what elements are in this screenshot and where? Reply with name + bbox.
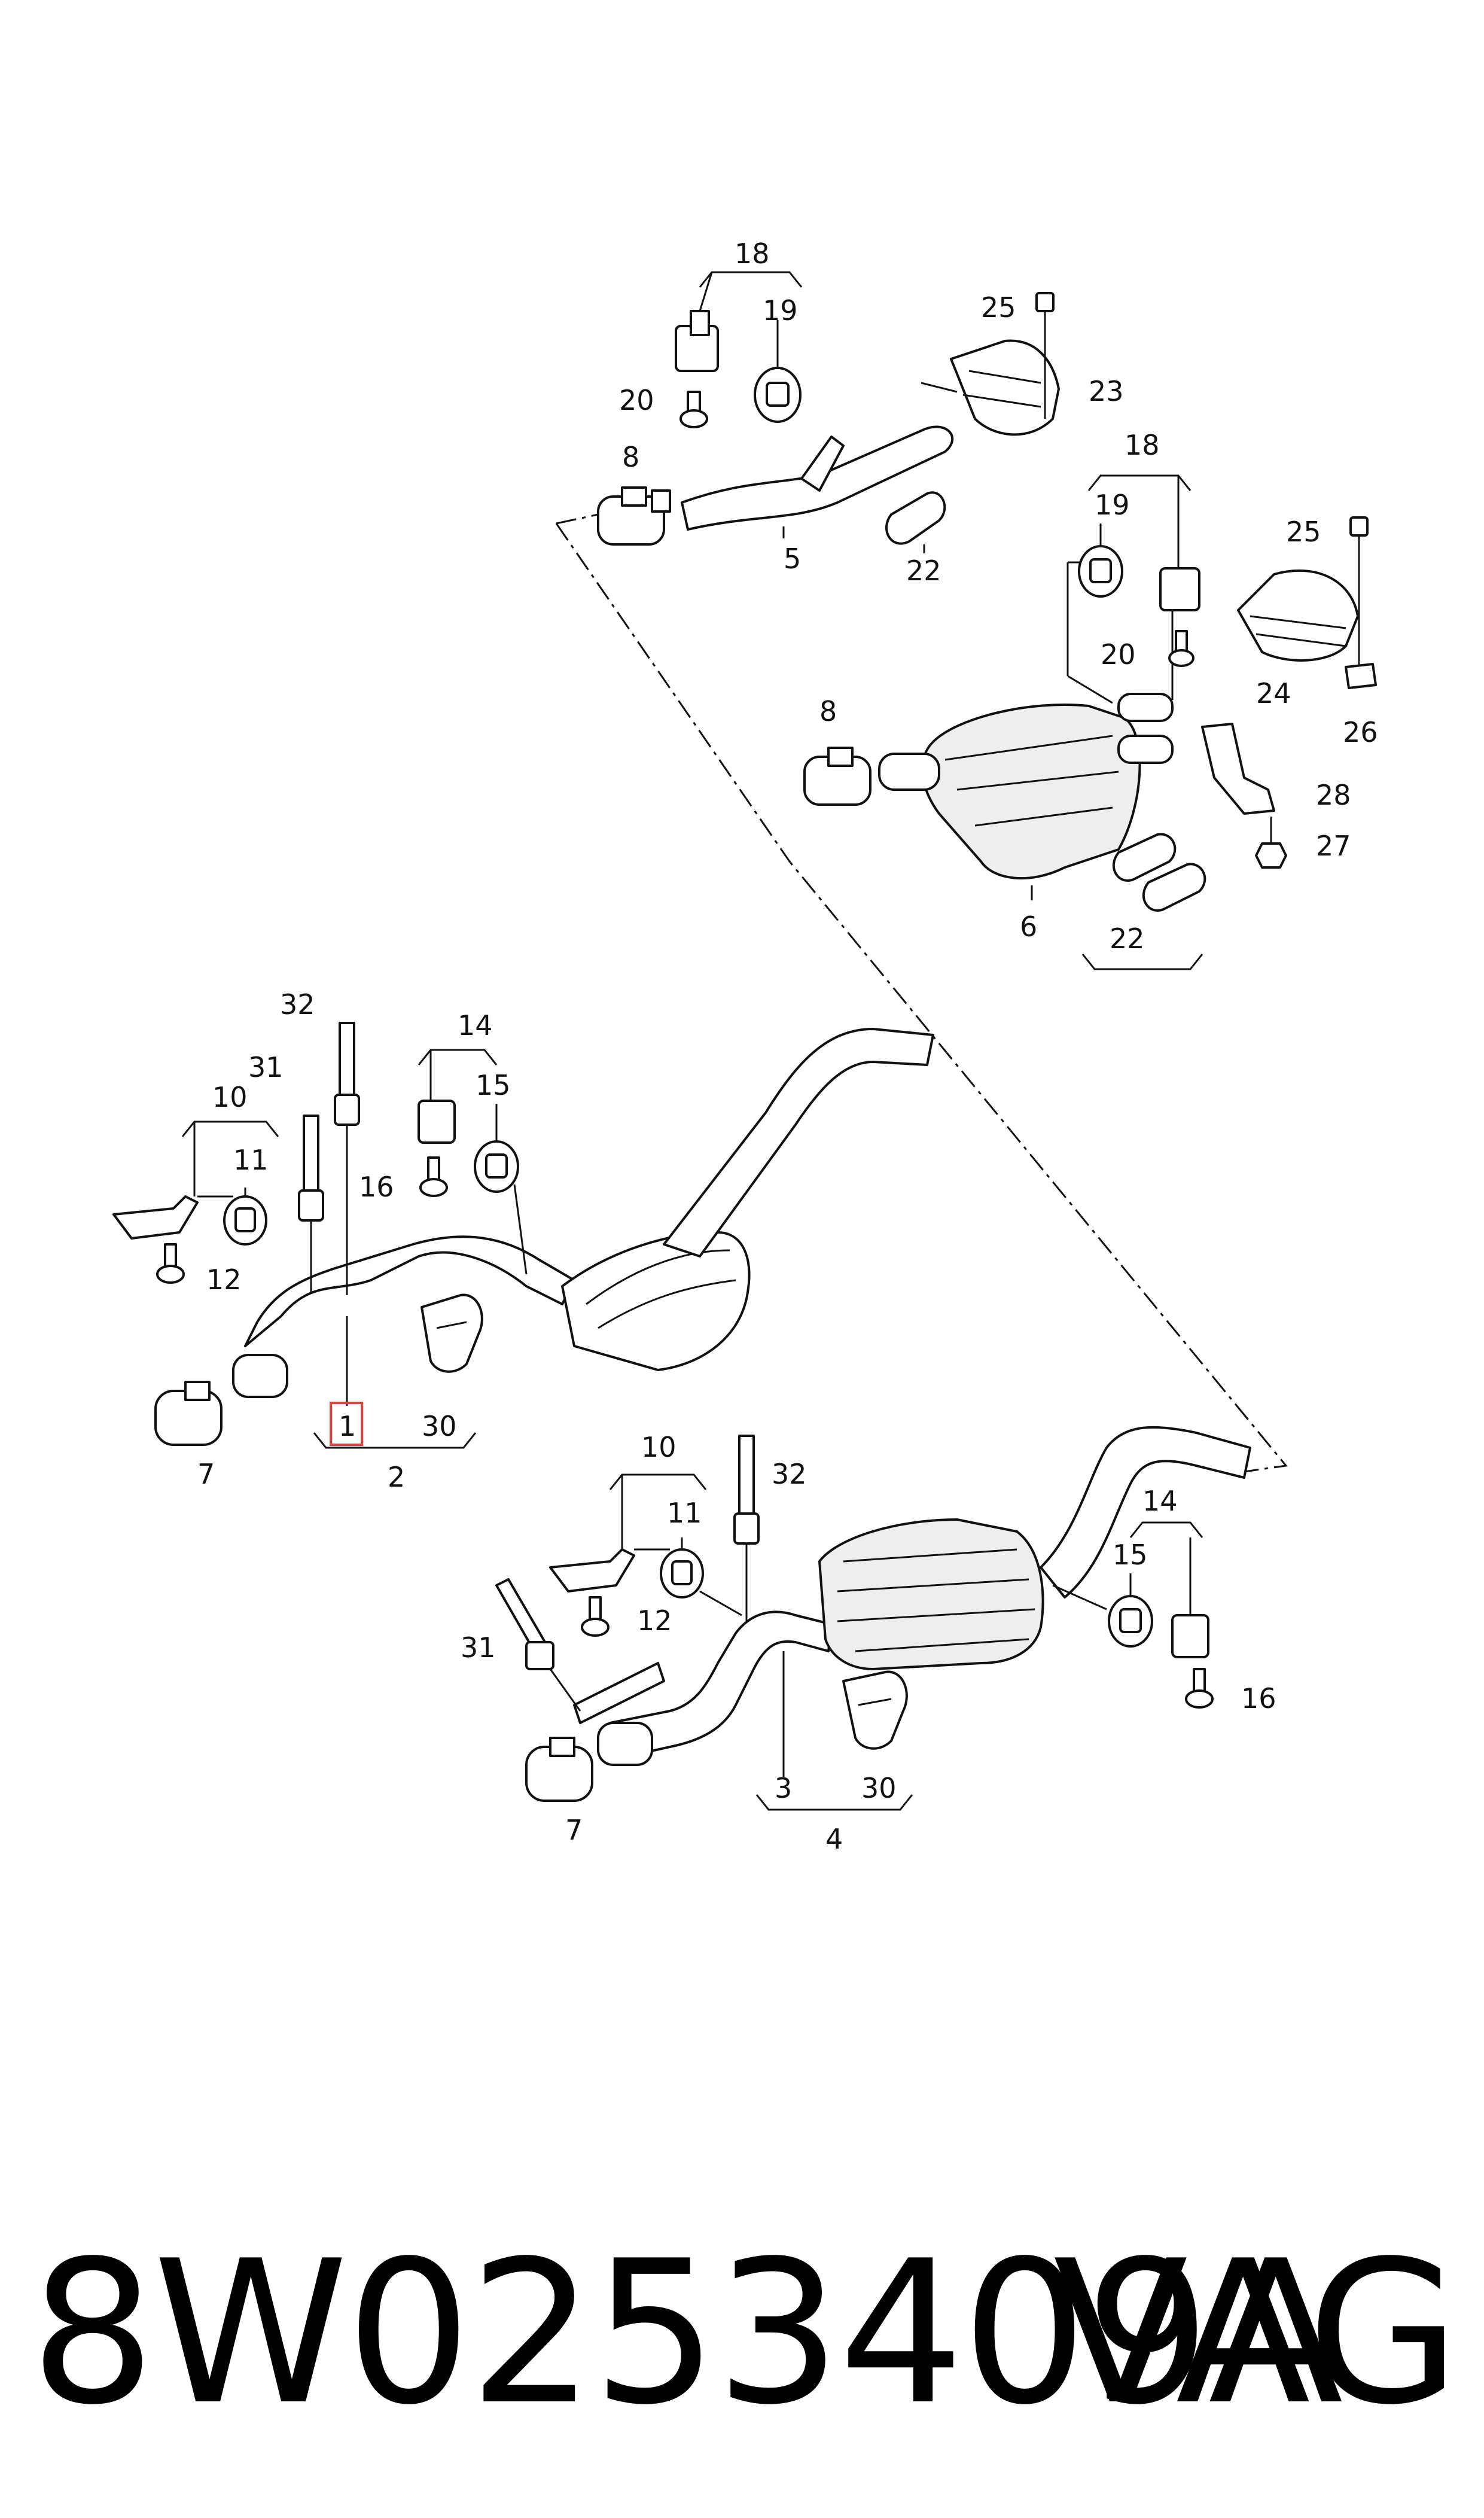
callout-10-bottom: 10 — [641, 1431, 677, 1463]
callout-15-bottom: 15 — [1113, 1539, 1148, 1571]
part-18-bracket-top — [675, 310, 719, 372]
callout-18-top: 18 — [735, 238, 770, 270]
callout-22-top: 22 — [906, 555, 941, 587]
callout-8-mid: 8 — [819, 695, 837, 727]
callout-31-bottom: 31 — [461, 1631, 496, 1664]
callout-6: 6 — [1020, 911, 1037, 943]
callout-16-bottom: 16 — [1241, 1682, 1276, 1715]
callout-30-left: 30 — [422, 1410, 457, 1442]
part-20-bolt-right — [1168, 630, 1194, 667]
part-19-rubber-top — [754, 367, 802, 423]
part-22-tips-rear — [1112, 833, 1206, 912]
part-19-rubber-right — [1078, 545, 1123, 598]
part-5-pipe — [681, 425, 954, 531]
brand-name: VAG — [1053, 2218, 1460, 2448]
callout-3: 3 — [775, 1772, 792, 1804]
assembly-line-top — [556, 513, 599, 525]
callout-19-top: 19 — [763, 294, 798, 327]
part-24-tailpipe-trim-right — [1237, 569, 1359, 662]
part-12-bolt-bottom — [581, 1596, 610, 1637]
part-10-bracket-left — [112, 1195, 233, 1240]
callout-20-right: 20 — [1101, 638, 1136, 671]
part-26-clip — [1345, 663, 1377, 689]
callout-28: 28 — [1316, 779, 1351, 811]
part-32-sensor-left — [334, 1022, 360, 1406]
callout-31-left: 31 — [248, 1051, 284, 1083]
callout-20-top: 20 — [619, 384, 654, 416]
part-25-bolt-right — [1349, 516, 1369, 670]
callout-15-left: 15 — [476, 1069, 511, 1101]
part-11-rubber-left — [223, 1195, 267, 1246]
callout-30-bottom: 30 — [861, 1772, 897, 1804]
callout-25-right: 25 — [1286, 516, 1321, 548]
part-7-clamp-left — [154, 1354, 288, 1446]
callout-24: 24 — [1256, 677, 1291, 710]
part-4-center-muffler — [818, 1426, 1251, 1670]
callout-7-left: 7 — [197, 1458, 215, 1490]
callout-11-left: 11 — [233, 1144, 269, 1176]
callout-12-bottom: 12 — [637, 1604, 672, 1637]
callout-labels: 18 19 25 23 20 8 5 22 18 19 25 20 24 26 … — [197, 238, 1378, 1855]
part-30-hanger-left — [420, 1293, 483, 1373]
part-25-bolt-top — [1035, 292, 1055, 419]
part-number: 8W0253409A — [30, 2218, 1343, 2448]
callout-12-left: 12 — [206, 1263, 242, 1296]
part-31-sensor-bottom — [495, 1578, 581, 1712]
part-2-front-pipe — [244, 1028, 934, 1371]
part-14-bracket-bottom — [1171, 1537, 1209, 1658]
brace-lines — [181, 271, 1203, 1811]
part-6-rear-muffler — [878, 693, 1174, 880]
part-15-rubber-left — [474, 1140, 528, 1275]
callout-1: 1 — [339, 1410, 356, 1442]
callout-14-bottom: 14 — [1142, 1485, 1178, 1517]
part-8-clamp-mid — [803, 747, 871, 806]
part-12-bolt-left — [156, 1243, 185, 1284]
callout-27: 27 — [1316, 830, 1351, 862]
part-14-bracket-left — [418, 1100, 456, 1144]
part-20-bolt-top — [679, 391, 708, 428]
callout-8-top: 8 — [622, 441, 639, 473]
exhaust-system-diagram: 18 19 25 23 20 8 5 22 18 19 25 20 24 26 … — [112, 238, 1378, 1855]
footer: 8W0253409A VAG — [0, 2208, 1484, 2459]
part-30-hanger-bottom — [842, 1670, 908, 1750]
callout-7-bottom: 7 — [565, 1814, 583, 1846]
callout-14-left: 14 — [458, 1009, 493, 1042]
part-22-tip-top — [885, 491, 946, 545]
assembly-line — [555, 523, 1288, 1473]
callout-11-bottom: 11 — [667, 1497, 702, 1529]
callout-2: 2 — [388, 1461, 405, 1493]
callout-32-bottom: 32 — [772, 1458, 807, 1490]
callout-19-right: 19 — [1095, 489, 1130, 521]
part-31-sensor-left — [298, 1115, 324, 1292]
part-27-nut — [1255, 817, 1287, 869]
part-10-bracket-bottom — [549, 1548, 670, 1593]
callout-18-right: 18 — [1125, 429, 1160, 461]
callout-23: 23 — [1089, 375, 1124, 407]
callout-1-highlight — [330, 1402, 363, 1446]
part-8-clamp-top — [597, 486, 671, 546]
callout-4: 4 — [825, 1823, 843, 1855]
callout-25-top: 25 — [981, 291, 1016, 324]
part-16-bolt-bottom — [1185, 1668, 1214, 1709]
part-15-rubber-bottom — [1052, 1584, 1153, 1648]
callout-5: 5 — [784, 543, 801, 575]
callout-32-left: 32 — [280, 988, 315, 1021]
part-32-sensor-bottom — [733, 1435, 760, 1621]
part-28-bracket — [1201, 723, 1275, 815]
callout-26: 26 — [1343, 716, 1378, 748]
part-23-tailpipe-trim-top — [921, 339, 1060, 436]
part-11-rubber-bottom — [660, 1548, 742, 1616]
part-7-clamp-bottom — [525, 1722, 653, 1802]
callout-16-left: 16 — [359, 1171, 394, 1203]
callout-22-right: 22 — [1110, 922, 1145, 955]
callout-10-left: 10 — [212, 1081, 248, 1113]
part-16-bolt-left — [419, 1156, 448, 1197]
